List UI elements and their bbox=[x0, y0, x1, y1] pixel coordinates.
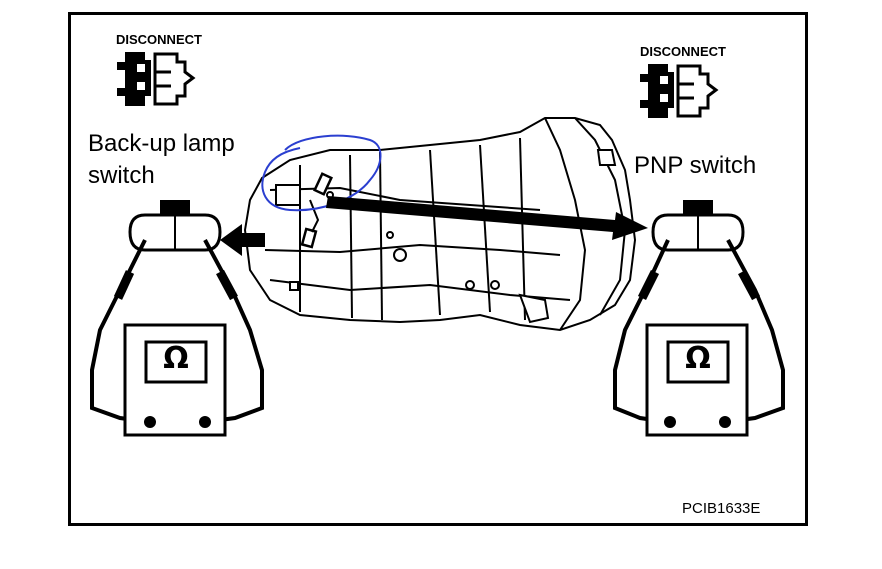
ohm-symbol-left: Ω bbox=[163, 341, 189, 376]
ohm-symbol-right: Ω bbox=[685, 341, 711, 376]
disconnect-connector-icon-right bbox=[640, 64, 719, 118]
backup-lamp-switch-label-line1: Back-up lamp bbox=[88, 130, 235, 157]
arrow-to-pnp-switch bbox=[326, 196, 648, 240]
disconnect-label-left: DISCONNECT bbox=[116, 32, 202, 47]
backup-lamp-switch-connector bbox=[128, 200, 222, 252]
disconnect-connector-icon-left bbox=[117, 52, 196, 106]
ohmmeter-icon-left bbox=[123, 323, 227, 437]
transmission-illustration bbox=[243, 117, 637, 332]
probe-leads-left bbox=[90, 239, 264, 424]
probe-leads-right bbox=[613, 239, 785, 424]
ohmmeter-icon-right bbox=[645, 323, 749, 437]
backup-lamp-switch-label-line2: switch bbox=[88, 162, 155, 189]
disconnect-label-right: DISCONNECT bbox=[640, 44, 726, 59]
pnp-switch-connector bbox=[651, 200, 745, 252]
figure-code: PCIB1633E bbox=[682, 500, 761, 517]
arrow-to-backup-lamp-switch bbox=[220, 224, 265, 256]
pnp-switch-label: PNP switch bbox=[634, 152, 757, 179]
